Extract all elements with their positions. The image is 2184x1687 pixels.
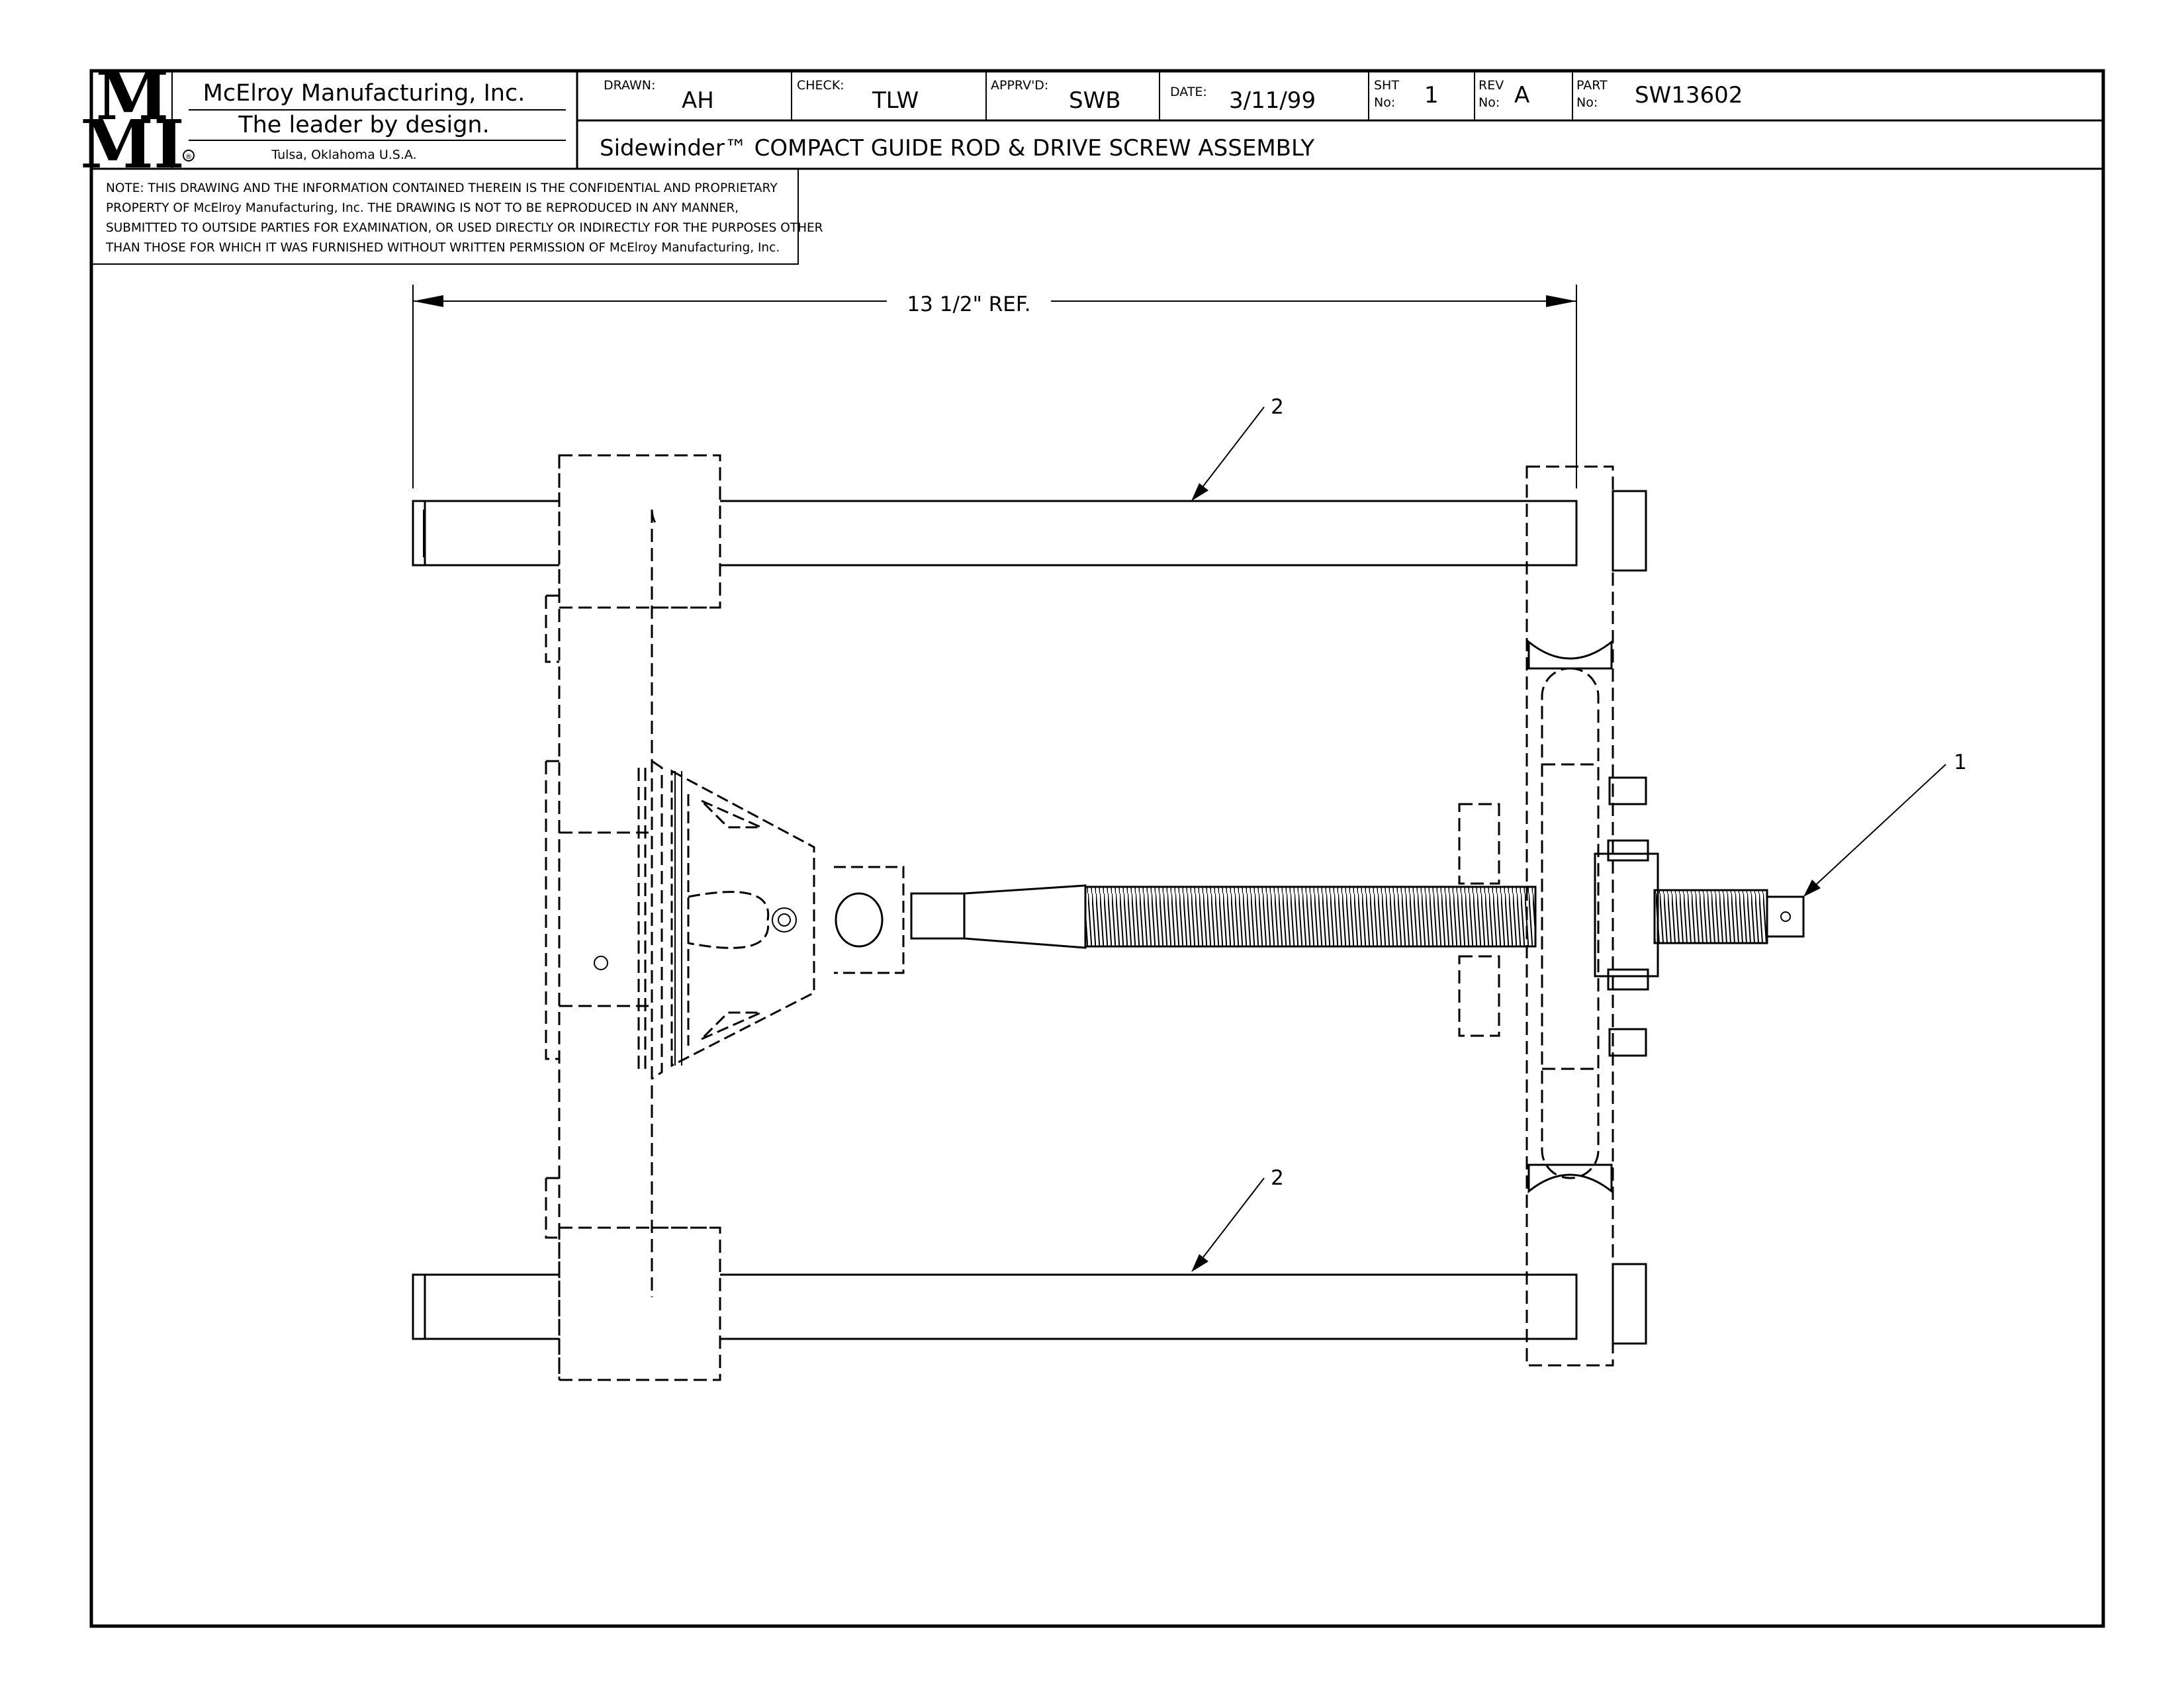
overall-dimension [412,285,1577,488]
callout-upper-rod: 2 [1271,395,1284,419]
part-label-2: No: [1576,95,1598,110]
callout-drive-screw: 1 [1954,751,1967,774]
drawn-value: AH [682,87,714,114]
left-puller-body [545,454,721,1381]
coupler-detail [674,771,884,1066]
note-line-4: THAN THOSE FOR WHICH IT WAS FURNISHED WI… [105,241,780,255]
note-line-3: SUBMITTED TO OUTSIDE PARTIES FOR EXAMINA… [106,221,823,235]
sht-label-2: No: [1374,95,1395,110]
company-location: Tulsa, Oklahoma U.S.A. [271,148,416,162]
date-label: DATE: [1170,85,1207,99]
company-slogan: The leader by design. [238,112,489,138]
right-puller-body [1458,465,1614,1367]
check-value: TLW [872,87,919,114]
right-body-solid-details [1527,490,1659,1345]
drawn-label: DRAWN: [604,78,655,93]
callout-lower-rod: 2 [1271,1166,1284,1190]
part-value: SW13602 [1635,82,1743,109]
sheet-border [89,69,2105,1628]
note-line-2: PROPERTY OF McElroy Manufacturing, Inc. … [106,201,739,215]
note-box [91,168,799,265]
dimension-label: 13 1/2" REF. [907,293,1030,316]
rev-value: A [1514,82,1529,109]
registered-mark: ® [185,152,193,161]
svg-text:MI: MI [80,105,184,183]
part-label-1: PART [1576,78,1608,93]
drive-screw [910,884,1805,949]
rev-label-2: No: [1479,95,1500,110]
svg-text:M: M [96,57,169,135]
coupler-housing [670,769,905,1068]
apprvd-label: APPRV'D: [991,78,1048,93]
date-value: 3/11/99 [1229,87,1316,114]
apprvd-value: SWB [1069,87,1121,114]
mmi-logo: M MI [80,57,184,183]
company-name: McElroy Manufacturing, Inc. [203,80,525,107]
check-label: CHECK: [797,78,844,93]
left-body-hole [594,956,608,970]
sht-value: 1 [1424,82,1439,109]
note-line-1: NOTE: THIS DRAWING AND THE INFORMATION C… [106,181,778,195]
registered-mark-icon [183,150,195,161]
drawing-title: Sidewinder™ COMPACT GUIDE ROD & DRIVE SC… [600,135,1314,161]
callout-leaders [1191,406,1946,1272]
sht-label-1: SHT [1374,78,1399,93]
rev-label-1: REV [1479,78,1504,93]
